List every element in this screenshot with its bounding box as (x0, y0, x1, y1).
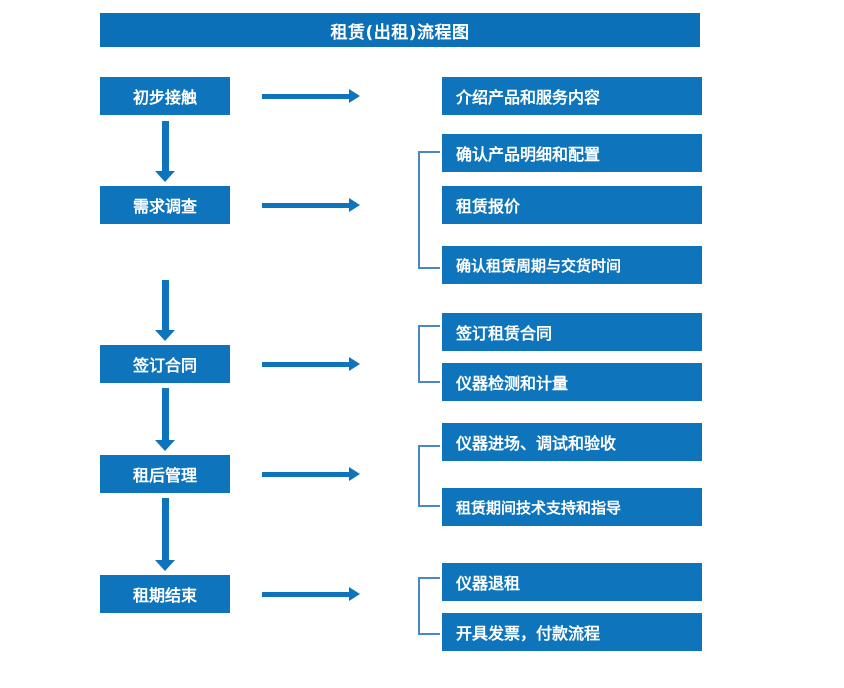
task-node-8[interactable]: 租赁期间技术支持和指导 (442, 488, 702, 526)
link-arrow-stage-2 (262, 198, 360, 212)
task-node-7[interactable]: 仪器进场、调试和验收 (442, 423, 702, 461)
group-bracket-2 (418, 151, 440, 269)
stage-arrow-3-4 (155, 388, 175, 451)
stage-node-3[interactable]: 签订合同 (100, 345, 230, 383)
stage-node-2[interactable]: 需求调查 (100, 186, 230, 224)
task-node-10[interactable]: 开具发票，付款流程 (442, 613, 702, 651)
stage-node-1[interactable]: 初步接触 (100, 77, 230, 115)
link-arrow-stage-4 (262, 467, 360, 481)
stage-arrow-1-2 (155, 121, 175, 182)
group-bracket-4 (418, 445, 440, 507)
stage-node-5[interactable]: 租期结束 (100, 575, 230, 613)
link-arrow-stage-5 (262, 587, 360, 601)
task-node-9[interactable]: 仪器退租 (442, 563, 702, 601)
chart-title: 租赁(出租)流程图 (100, 13, 700, 47)
link-arrow-stage-1 (262, 89, 360, 103)
stage-arrow-2-3 (155, 280, 175, 341)
group-bracket-3 (418, 325, 440, 383)
link-arrow-stage-3 (262, 357, 360, 371)
group-bracket-5 (418, 577, 440, 635)
task-node-6[interactable]: 仪器检测和计量 (442, 363, 702, 401)
stage-arrow-4-5 (155, 498, 175, 571)
task-node-4[interactable]: 确认租赁周期与交货时间 (442, 246, 702, 284)
task-node-2[interactable]: 确认产品明细和配置 (442, 134, 702, 172)
task-node-1[interactable]: 介绍产品和服务内容 (442, 77, 702, 115)
task-node-3[interactable]: 租赁报价 (442, 186, 702, 224)
stage-node-4[interactable]: 租后管理 (100, 455, 230, 493)
task-node-5[interactable]: 签订租赁合同 (442, 313, 702, 351)
